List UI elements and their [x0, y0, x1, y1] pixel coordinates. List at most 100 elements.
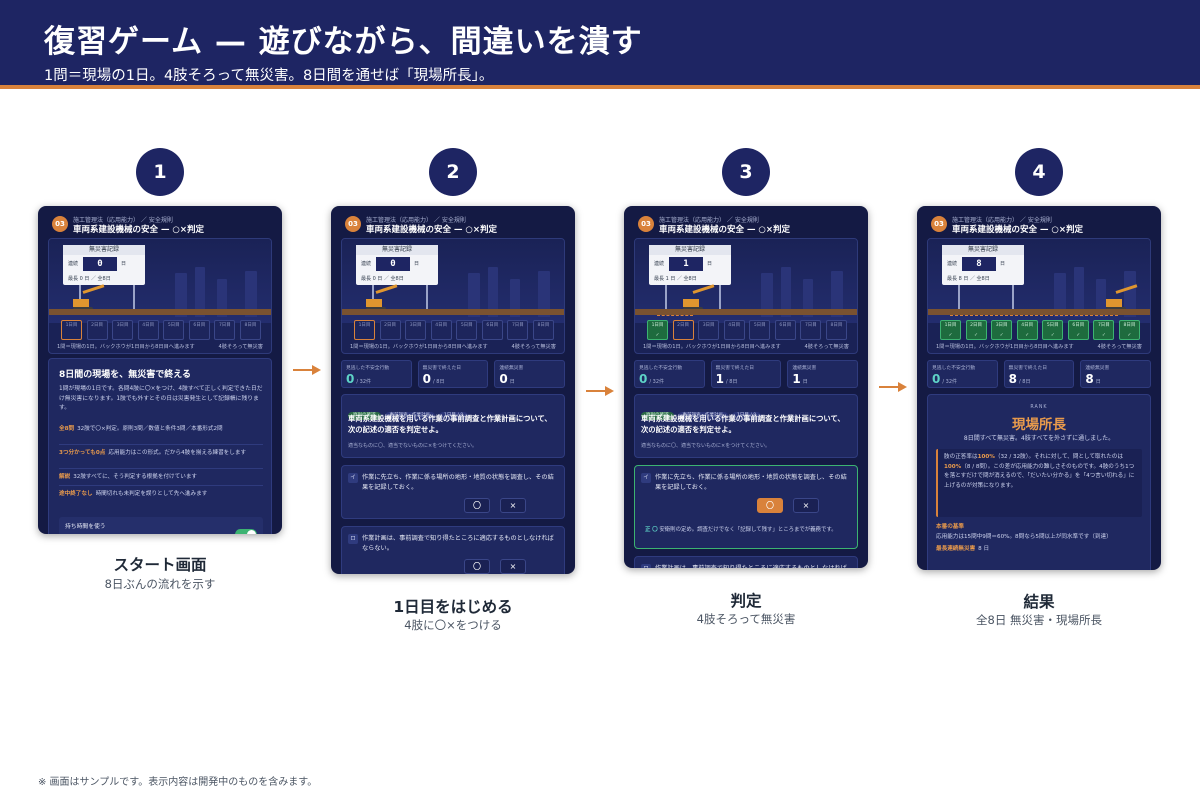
day-cell: 5日目: [749, 320, 771, 340]
day-track: 1日目✓ 2日目 3日目 4日目 5日目 6日目 7日目 8日目: [647, 320, 847, 340]
step-caption-sub: 8日ぶんの流れを示す: [104, 577, 216, 591]
lesson-number: 03: [52, 216, 68, 232]
breadcrumb: 施工管理法（応用能力） ／ 安全規則: [73, 217, 173, 224]
rule-item: 3つ分かっても0点応用能力はこの形式。だから4肢を揃える練習をします: [59, 450, 247, 456]
streak-counter: 1: [669, 257, 703, 271]
day-cell: 4日目: [723, 320, 745, 340]
day-cell: 3日目: [405, 320, 427, 340]
day-cell: 8日目✓: [1118, 320, 1140, 340]
intro-panel: 8日間の現場を、無災害で終える 1問が現場の1日です。各問4肢に〇×をつけ、4肢…: [48, 358, 272, 534]
option-b: ロ 作業計画は、事前調査で知り得たところに適応するものとしなければならない。: [634, 556, 858, 568]
site-scene: 無災害記録 連続 0 日 最長 0 日 ／ 全8日 1日目 2日目 3日目 4日…: [48, 238, 272, 354]
option-a: イ 作業に先立ち、作業に係る場所の地形・地質の状態を調査し、その結果を記録してお…: [634, 465, 858, 549]
step-badge-3: 3: [722, 148, 770, 196]
day-cell: 3日目: [698, 320, 720, 340]
screen-header: 03 施工管理法（応用能力） ／ 安全規則 車両系建設機械の安全 — ○×判定: [931, 214, 1151, 238]
streak-counter: 0: [83, 257, 117, 271]
timer-option: 持ち時間を使う: [59, 517, 263, 534]
arrow-right-icon: [586, 385, 614, 397]
day-track: 1日目 2日目 3日目 4日目 5日目 6日目 7日目 8日目: [61, 320, 261, 340]
circle-button[interactable]: 〇: [757, 498, 783, 513]
streak-counter: 0: [376, 257, 410, 271]
option-b: ロ 作業計画は、事前調査で知り得たところに適応するものとしなければならない。 〇…: [341, 526, 565, 574]
day-cell: 1日目: [354, 320, 375, 340]
no-accident-board: 無災害記録 連続 0 日 最長 0 日 ／ 全8日: [63, 245, 145, 285]
site-scene: 無災害記録 連続 0 日 最長 0 日 ／ 全8日 1日目 2日目 3日目 4日…: [341, 238, 565, 354]
step-badge-1: 1: [136, 148, 184, 196]
day-cell: 1日目✓: [940, 320, 961, 340]
question-text: 車両系建設機械を用いる作業の事前調査と作業計画について、次の記述の適否を判定せよ…: [348, 414, 552, 434]
day-cell: 6日目: [188, 320, 210, 340]
screen-start: 03 施工管理法（応用能力） ／ 安全規則 車両系建設機械の安全 — ○×判定 …: [38, 206, 282, 534]
step-caption-sub: 4肢そろって無災害: [696, 612, 796, 626]
cross-button[interactable]: ×: [500, 498, 526, 513]
page-header: 復習ゲーム — 遊びながら、間違いを潰す 1問＝現場の1日。4肢そろって無災害。…: [0, 0, 1200, 89]
screen-judge: 03 施工管理法（応用能力） ／ 安全規則 車両系建設機械の安全 — ○×判定 …: [624, 206, 868, 568]
option-a: イ 作業に先立ち、作業に係る場所の地形・地質の状態を調査し、その結果を記録してお…: [341, 465, 565, 519]
day-cell: 6日目✓: [1067, 320, 1089, 340]
day-track: 1日目 2日目 3日目 4日目 5日目 6日目 7日目 8日目: [354, 320, 554, 340]
timer-toggle[interactable]: [235, 529, 257, 534]
site-scene: 無災害記録 連続 1 日 最長 1 日 ／ 全8日 1日目✓ 2日目 3日目 4…: [634, 238, 858, 354]
rank-sub: 8日間すべて無災害。4肢すべてを外さずに通しました。: [963, 435, 1115, 442]
day-cell: 3日目: [112, 320, 134, 340]
step-caption-sub: 4肢に〇×をつける: [404, 618, 502, 632]
day-cell: 8日目: [532, 320, 554, 340]
footnote: ※ 画面はサンプルです。表示内容は開発中のものを含みます。: [38, 777, 318, 788]
screen-title: 車両系建設機械の安全 — ○×判定: [73, 225, 204, 235]
no-accident-board: 無災害記録 連続 0 日 最長 0 日 ／ 全8日: [356, 245, 438, 285]
step-badge-2: 2: [429, 148, 477, 196]
step-caption-sub: 全8日 無災害・現場所長: [976, 613, 1102, 627]
result-explanation: 肢の正答率は100%（32 / 32肢）。それに対して、問として取れたのは100…: [936, 449, 1142, 517]
day-cell: 7日目✓: [1093, 320, 1115, 340]
backhoe-icon: [1106, 284, 1140, 311]
cross-button[interactable]: ×: [793, 498, 819, 513]
day-cell: 3日目✓: [991, 320, 1013, 340]
page-subtitle: 1問＝現場の1日。4肢そろって無災害。8日間を通せば「現場所長」。: [44, 68, 494, 84]
day-cell: 8日目: [825, 320, 847, 340]
explanation: 正 〇 安衛則の定め。調査だけでなく「記録して残す」ところまでが義務です。: [645, 527, 837, 533]
day-cell: 1日目✓: [647, 320, 668, 340]
day-cell: 5日目: [163, 320, 185, 340]
intro-heading: 8日間の現場を、無災害で終える: [59, 370, 191, 380]
result-criteria: 本番の基準応用能力は15問中9問＝60%。8問なら5問以上が同水準です（到達）: [936, 524, 1112, 540]
result-panel: RANK 現場所長 8日間すべて無災害。4肢すべてを外さずに通しました。 肢の正…: [927, 394, 1151, 570]
step-caption-title: 結果: [1023, 593, 1055, 611]
circle-button[interactable]: 〇: [464, 498, 490, 513]
arrow-right-icon: [293, 364, 321, 376]
rank-label: RANK: [1030, 405, 1048, 410]
day-cell: 2日目: [672, 320, 694, 340]
day-cell: 7日目: [214, 320, 236, 340]
day-cell: 8日目: [239, 320, 261, 340]
step-badge-4: 4: [1015, 148, 1063, 196]
backhoe-icon: [683, 284, 717, 311]
screen-header: 03 施工管理法（応用能力） ／ 安全規則 車両系建設機械の安全 — ○×判定: [638, 214, 858, 238]
screen-result: 03 施工管理法（応用能力） ／ 安全規則 車両系建設機械の安全 — ○×判定 …: [917, 206, 1161, 570]
day-cell: 4日目: [137, 320, 159, 340]
day-cell: 6日目: [774, 320, 796, 340]
arrow-right-icon: [879, 381, 907, 393]
screen-day1: 03 施工管理法（応用能力） ／ 安全規則 車両系建設機械の安全 — ○×判定 …: [331, 206, 575, 574]
day-cell: 7日目: [800, 320, 822, 340]
page-title: 復習ゲーム — 遊びながら、間違いを潰す: [44, 24, 643, 60]
day-cell: 2日目: [86, 320, 108, 340]
step-caption-title: 判定: [730, 592, 762, 610]
day-cell: 7日目: [507, 320, 529, 340]
day-cell: 2日目: [379, 320, 401, 340]
tag: 原則の確認: [348, 412, 381, 420]
day-cell: 4日目: [430, 320, 452, 340]
step-caption-title: 1日目をはじめる: [393, 598, 513, 616]
day-cell: 1日目: [61, 320, 82, 340]
rank-title: 現場所長: [1012, 417, 1066, 433]
cross-button[interactable]: ×: [500, 559, 526, 574]
circle-button[interactable]: 〇: [464, 559, 490, 574]
screen-header: 03 施工管理法（応用能力） ／ 安全規則 車両系建設機械の安全 — ○×判定: [52, 214, 272, 238]
day-cell: 5日目✓: [1042, 320, 1064, 340]
